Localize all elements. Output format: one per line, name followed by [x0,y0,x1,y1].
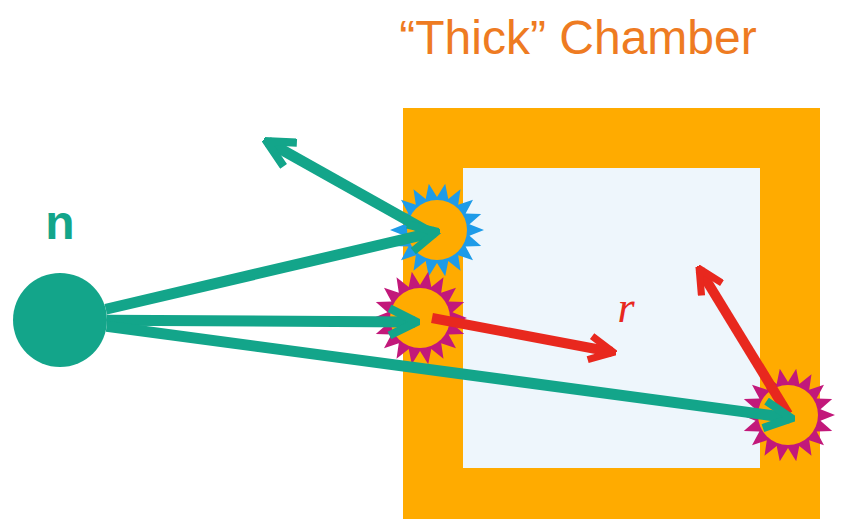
neutron-circle: n [13,273,107,367]
recoil-arrow [432,318,612,352]
recoil-arrow [700,270,788,414]
burst-spikes [390,184,484,277]
particle-label: n [0,193,160,253]
neutron-arrow [107,326,790,418]
interaction-burst [390,184,484,277]
scattered-neutron-arrow [268,142,432,234]
chamber-box: “Thick” Chamber [403,108,820,519]
neutron-arrow [106,232,435,309]
neutron-arrow [107,320,415,322]
particle-label: r [606,282,646,333]
chamber-title: “Thick” Chamber [308,8,848,68]
